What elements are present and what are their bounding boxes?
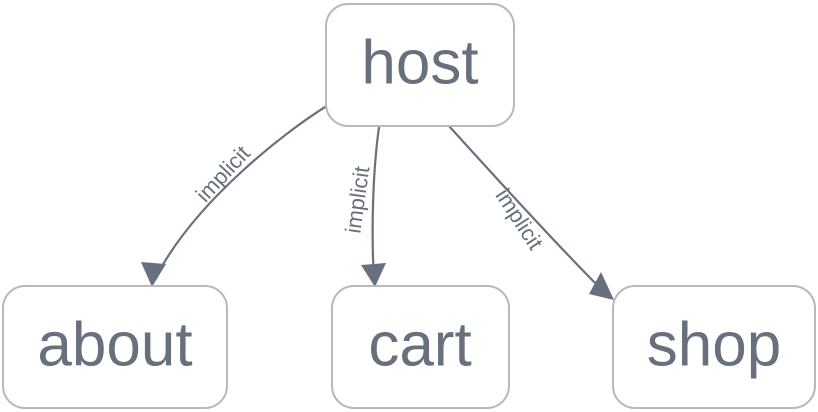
node-host-box	[325, 3, 515, 127]
edges-group: implicit implicit implicit	[141, 102, 614, 300]
edge-host-about[interactable]: implicit	[141, 102, 332, 287]
edge-host-cart-arrowhead	[361, 263, 386, 287]
edge-host-about-path	[153, 102, 332, 281]
node-about[interactable]: about	[2, 285, 228, 409]
node-shop-label: shop	[647, 310, 781, 379]
node-about-label: about	[37, 310, 192, 379]
node-host-label: host	[361, 28, 478, 97]
node-cart-label: cart	[368, 310, 471, 379]
edge-host-shop-path	[447, 124, 607, 295]
edge-host-shop[interactable]: implicit	[447, 124, 614, 300]
edge-host-cart-path	[371, 125, 381, 281]
node-cart-box	[331, 285, 510, 409]
edge-host-shop-label: implicit	[491, 184, 549, 254]
edge-host-cart[interactable]: implicit	[340, 125, 386, 287]
edge-host-about-label: implicit	[191, 141, 255, 207]
node-shop[interactable]: shop	[612, 285, 816, 409]
node-shop-box	[612, 285, 816, 409]
edge-host-cart-label: implicit	[340, 165, 374, 235]
node-cart[interactable]: cart	[331, 285, 510, 409]
node-about-box	[2, 285, 228, 409]
node-host[interactable]: host	[325, 3, 515, 127]
edge-host-shop-arrowhead	[589, 272, 614, 300]
edge-host-about-arrowhead	[141, 262, 166, 287]
nodes-group: host about cart shop	[2, 3, 816, 409]
